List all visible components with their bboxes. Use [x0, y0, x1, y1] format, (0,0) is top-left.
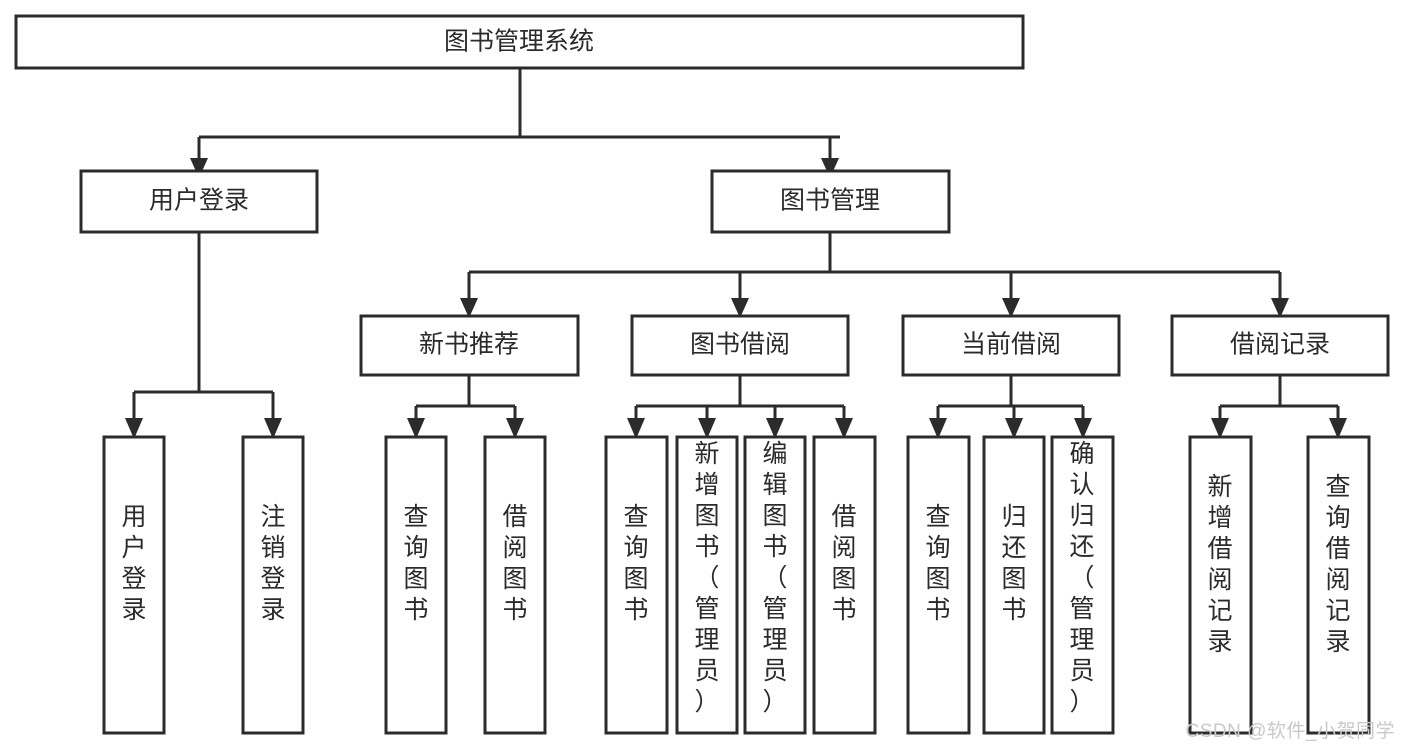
node-new-book-rec[interactable]: 新书推荐 [359, 314, 580, 377]
node-leaf-query-borrow-record-box[interactable] [1306, 435, 1371, 735]
node-leaf-borrow-book-1-label: 借阅图书 [502, 503, 527, 624]
connector-root-to-level2 [197, 68, 840, 158]
node-leaf-add-borrow-record-box[interactable] [1188, 435, 1253, 735]
node-leaf-query-book-1-label: 查询图书 [403, 503, 428, 624]
node-user-login-label: 用户登录 [149, 187, 249, 215]
arrow-to-leaf-query-book-3 [929, 418, 947, 439]
node-leaf-query-book-3[interactable]: 查询图书 [906, 435, 971, 735]
node-user-login[interactable]: 用户登录 [79, 169, 319, 234]
node-root-label: 图书管理系统 [444, 28, 594, 56]
arrow-to-leaf-return-book [1005, 418, 1023, 439]
node-current-borrow-box[interactable] [901, 314, 1121, 377]
arrow-to-leaf-add-book-admin [698, 418, 716, 439]
connector-lines [125, 68, 1347, 439]
connector-book-manage-to-level3 [467, 232, 1282, 298]
node-leaf-query-book-3-label: 查询图书 [925, 503, 950, 624]
node-leaf-logout-login-label: 注销登录 [260, 503, 285, 624]
node-leaf-add-borrow-record[interactable]: 新增借阅记录 [1188, 435, 1253, 735]
arrow-to-leaf-confirm-return-admin [1074, 418, 1092, 439]
node-leaf-add-borrow-record-label: 新增借阅记录 [1207, 473, 1232, 656]
node-leaf-borrow-book-2[interactable]: 借阅图书 [812, 435, 877, 735]
connector-borrow-record-to-leaves [1218, 375, 1340, 418]
node-leaf-borrow-book-2-box[interactable] [812, 435, 877, 735]
node-leaf-edit-book-admin-label: 编辑图书（管理员） [762, 440, 787, 716]
arrow-to-leaf-add-borrow-record [1211, 418, 1229, 439]
node-leaf-query-borrow-record-label: 查询借阅记录 [1325, 473, 1350, 656]
node-leaf-confirm-return-admin-box[interactable] [1050, 435, 1115, 735]
arrow-to-leaf-query-borrow-record [1329, 418, 1347, 439]
node-leaf-query-book-2-label: 查询图书 [623, 503, 648, 624]
arrow-to-borrow-record [1271, 298, 1289, 318]
node-leaf-user-login[interactable]: 用户登录 [102, 435, 166, 735]
node-leaf-query-book-1[interactable]: 查询图书 [384, 435, 448, 735]
csdn-watermark: CSDN @软件_小贺同学 [1185, 721, 1395, 742]
arrow-to-leaf-edit-book-admin [766, 418, 784, 439]
node-leaf-borrow-book-1[interactable]: 借阅图书 [483, 435, 547, 735]
node-leaf-query-borrow-record[interactable]: 查询借阅记录 [1306, 435, 1371, 735]
connector-user-login-to-leaves [132, 232, 275, 418]
node-leaf-return-book[interactable]: 归还图书 [982, 435, 1046, 735]
node-book-manage[interactable]: 图书管理 [710, 169, 951, 234]
node-leaf-return-book-box[interactable] [982, 435, 1046, 735]
arrow-to-new-book-rec [460, 298, 478, 318]
arrow-to-leaf-query-book-1 [407, 418, 425, 439]
arrow-to-leaf-borrow-book-1 [506, 418, 524, 439]
node-leaf-query-book-1-box[interactable] [384, 435, 448, 735]
node-leaf-user-login-label: 用户登录 [121, 503, 146, 624]
node-leaf-user-login-box[interactable] [102, 435, 166, 735]
connector-current-borrow-to-leaves [936, 375, 1085, 418]
node-current-borrow-label: 当前借阅 [961, 331, 1061, 359]
node-leaf-add-book-admin[interactable]: 新增图书（管理员） [675, 435, 739, 735]
node-borrow-record[interactable]: 借阅记录 [1170, 314, 1390, 377]
arrow-to-leaf-borrow-book-2 [835, 418, 853, 439]
node-book-manage-box[interactable] [710, 169, 951, 234]
node-root-box[interactable] [14, 14, 1025, 70]
node-book-borrow-box[interactable] [630, 314, 850, 377]
node-leaf-borrow-book-1-box[interactable] [483, 435, 547, 735]
node-leaf-confirm-return-admin[interactable]: 确认归还（管理员） [1050, 435, 1115, 735]
arrow-to-book-manage [821, 158, 839, 178]
node-book-manage-label: 图书管理 [780, 187, 880, 215]
arrow-to-leaf-logout-login [264, 418, 282, 439]
node-leaf-confirm-return-admin-label: 确认归还（管理员） [1069, 440, 1094, 716]
node-root-book-management-system[interactable]: 图书管理系统 [14, 14, 1025, 70]
node-book-borrow-label: 图书借阅 [690, 331, 790, 359]
node-borrow-record-label: 借阅记录 [1230, 331, 1330, 359]
arrow-to-current-borrow [1002, 298, 1020, 318]
node-new-book-rec-label: 新书推荐 [419, 331, 519, 359]
node-user-login-box[interactable] [79, 169, 319, 234]
arrow-to-leaf-user-login [125, 418, 143, 439]
node-leaf-query-book-3-box[interactable] [906, 435, 971, 735]
node-book-borrow[interactable]: 图书借阅 [630, 314, 850, 377]
connector-new-book-rec-to-leaves [414, 375, 517, 418]
node-borrow-record-box[interactable] [1170, 314, 1390, 377]
node-current-borrow[interactable]: 当前借阅 [901, 314, 1121, 377]
connector-book-borrow-to-leaves [634, 375, 846, 418]
node-leaf-borrow-book-2-label: 借阅图书 [831, 503, 856, 624]
node-leaf-query-book-2-box[interactable] [604, 435, 669, 735]
node-leaf-add-book-admin-box[interactable] [675, 435, 739, 735]
arrow-to-user-login [190, 158, 208, 178]
arrow-to-leaf-query-book-2 [627, 418, 645, 439]
arrow-to-book-borrow [731, 298, 749, 318]
node-leaf-add-book-admin-label: 新增图书（管理员） [694, 440, 719, 716]
node-new-book-rec-box[interactable] [359, 314, 580, 377]
node-leaf-logout-login[interactable]: 注销登录 [241, 435, 305, 735]
node-leaf-logout-login-box[interactable] [241, 435, 305, 735]
node-leaf-query-book-2[interactable]: 查询图书 [604, 435, 669, 735]
node-leaf-return-book-label: 归还图书 [1001, 503, 1026, 624]
node-leaf-edit-book-admin[interactable]: 编辑图书（管理员） [743, 435, 807, 735]
node-leaf-edit-book-admin-box[interactable] [743, 435, 807, 735]
